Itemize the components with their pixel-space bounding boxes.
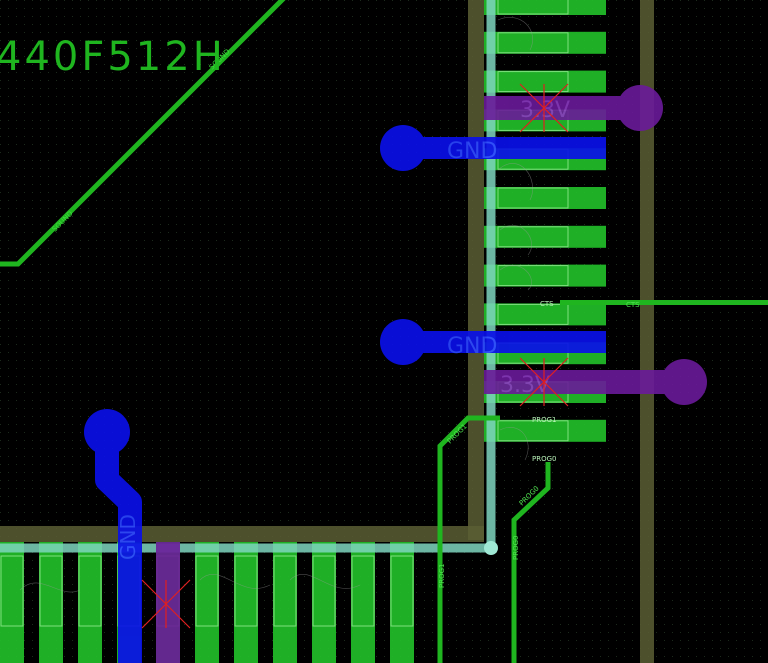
- bottom-pad[interactable]: [195, 542, 219, 663]
- gnd-label-upper: GND: [447, 139, 497, 164]
- prog1-pad-label: PROG1: [532, 416, 556, 424]
- right-pad[interactable]: [484, 225, 606, 248]
- bottom-pad[interactable]: [351, 542, 375, 663]
- gnd-net-upper[interactable]: GND: [380, 125, 606, 171]
- gnd-net-lower[interactable]: GND: [380, 319, 606, 365]
- bottom-pad[interactable]: [78, 542, 102, 663]
- pad-inner-outlines: [19, 17, 533, 593]
- bottom-pad[interactable]: [39, 542, 63, 663]
- v33-label-lower: 3.3V: [500, 373, 550, 398]
- bottom-pad[interactable]: [0, 542, 24, 663]
- cts-pad-label: CTS: [540, 300, 554, 308]
- power-net-lower[interactable]: 3.3V: [484, 359, 707, 405]
- prog1-trace-label: PROG1: [438, 564, 446, 588]
- right-pad[interactable]: [484, 70, 606, 93]
- prog0-trace-label: PROG0: [512, 536, 520, 560]
- right-pad[interactable]: [484, 264, 606, 287]
- gnd-label-lower: GND: [447, 334, 497, 359]
- red-marker-upper: [519, 83, 569, 133]
- gnd-net-vertical[interactable]: GND: [84, 409, 142, 663]
- right-pad[interactable]: [484, 31, 606, 54]
- power-net-upper[interactable]: 3.3V: [484, 85, 663, 131]
- right-pad[interactable]: [484, 419, 606, 442]
- prog0-pad-label: PROG0: [532, 455, 556, 463]
- bottom-pad[interactable]: [273, 542, 297, 663]
- right-pad[interactable]: [484, 187, 606, 209]
- red-marker-bottom: [141, 579, 191, 629]
- cts-trace[interactable]: CTS: [560, 300, 768, 309]
- gnd-label-vertical: GND: [116, 514, 140, 560]
- bottom-pad[interactable]: [234, 542, 258, 663]
- bottom-pad[interactable]: [312, 542, 336, 663]
- right-pad[interactable]: [484, 0, 606, 15]
- v33-label-upper: 3.3V: [520, 98, 570, 123]
- part-label: 440F512H: [0, 34, 226, 80]
- cts-trace-label: CTS: [626, 301, 640, 309]
- red-marker-lower: [519, 357, 569, 407]
- bottom-pad-row: [0, 542, 414, 663]
- bottom-pad[interactable]: [390, 542, 414, 663]
- right-pad[interactable]: [484, 303, 606, 326]
